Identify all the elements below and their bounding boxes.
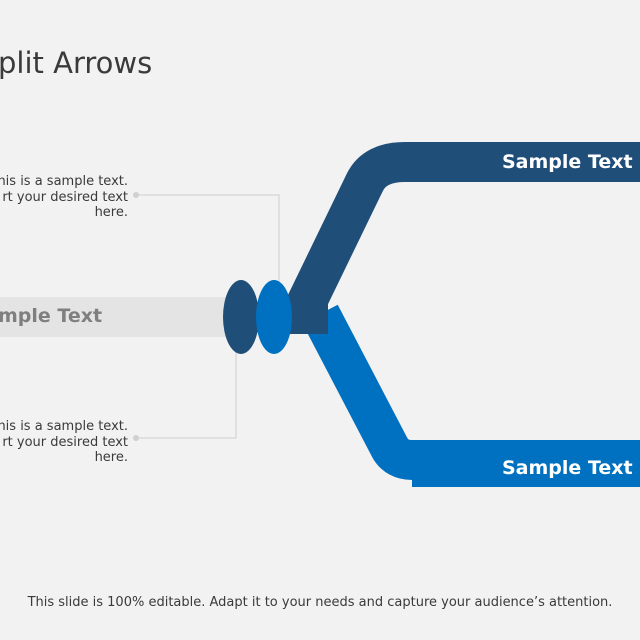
connector-line-bottom: [136, 330, 237, 439]
note-top: his is a sample text. rt your desired te…: [0, 174, 128, 221]
top-arrow-branch: [282, 142, 640, 325]
note-top-line-1: his is a sample text.: [0, 174, 128, 189]
note-bottom-line-2: rt your desired text: [2, 434, 128, 450]
connector-dot-bottom: [133, 435, 139, 441]
connector-dot-top: [133, 192, 139, 198]
note-bottom: his is a sample text. rt your desired te…: [0, 419, 128, 466]
note-bottom-line-1: his is a sample text.: [0, 419, 128, 434]
bottom-arrow-label: Sample Text: [502, 457, 633, 479]
note-bottom-line-3: here.: [94, 450, 128, 465]
note-top-line-2: rt your desired text: [2, 189, 128, 205]
top-arrow-label: Sample Text: [502, 151, 633, 173]
bottom-arrow-end: [412, 448, 640, 487]
joint-ellipse-dark: [223, 280, 259, 354]
left-input-bar: [0, 297, 240, 337]
note-top-line-3: here.: [94, 205, 128, 220]
slide-title: plit Arrows: [0, 46, 153, 80]
footer-text: This slide is 100% editable. Adapt it to…: [27, 595, 613, 610]
left-input-bar-label: mple Text: [0, 305, 103, 327]
joint-ellipse-bright: [256, 280, 292, 354]
bottom-arrow-branch: [302, 304, 640, 480]
connector-line-top: [136, 194, 280, 300]
top-arrow-end: [405, 143, 640, 182]
